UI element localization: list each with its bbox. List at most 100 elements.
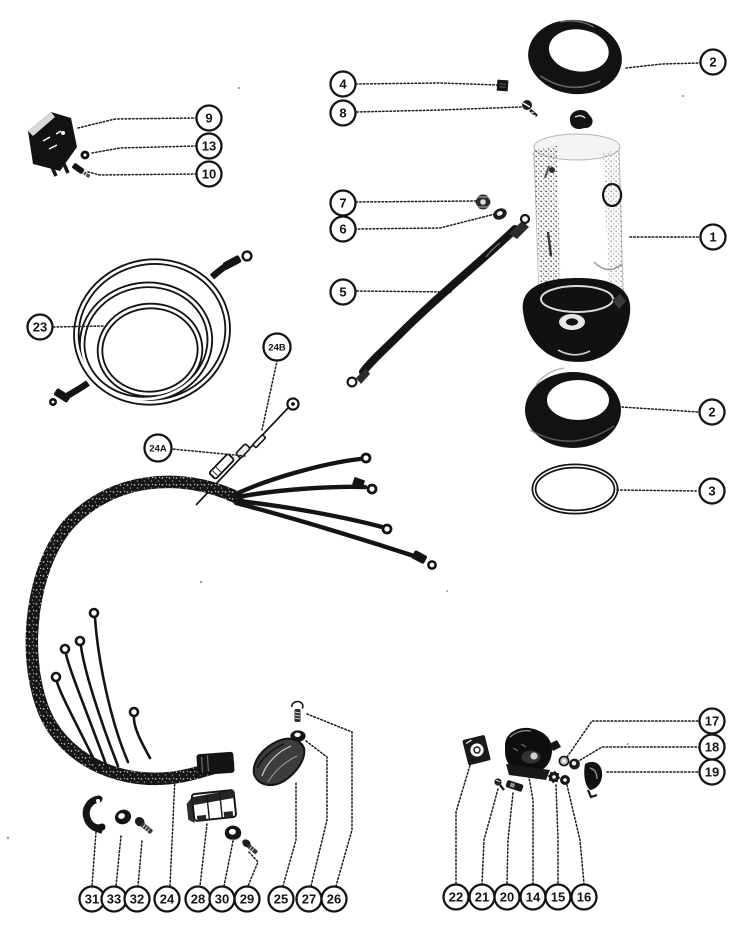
bolt-bottom-illustration <box>134 817 153 834</box>
callout-4-square-key: 4 <box>329 70 499 98</box>
leader-line-22 <box>455 761 472 885</box>
callout-27-ring-strap: 27 <box>295 740 328 913</box>
callout-circle-16 <box>570 883 598 911</box>
callout-8-screw-top: 8 <box>329 99 522 127</box>
callout-24-wiring-harness: 24 <box>153 776 181 913</box>
callout-label-28: 28 <box>191 892 205 907</box>
callout-label-23: 23 <box>33 320 47 335</box>
callout-label-24B: 24B <box>268 342 286 353</box>
callout-circle-29 <box>233 885 261 913</box>
mounting-ring-lower-illustration <box>525 367 621 448</box>
callout-label-16: 16 <box>577 890 591 905</box>
callout-label-9: 9 <box>205 111 212 126</box>
leader-line-28 <box>199 823 208 887</box>
leader-line-33 <box>115 835 122 887</box>
callout-28-cable-clamp-block: 28 <box>184 823 212 913</box>
wiring-harness-illustration <box>25 452 437 786</box>
callout-15-star-washer: 15 <box>544 784 572 911</box>
callout-label-15: 15 <box>551 890 565 905</box>
callout-circle-13 <box>195 132 223 160</box>
leader-line-7 <box>355 200 477 203</box>
callout-circle-24B <box>262 332 292 362</box>
square-key-illustration <box>496 79 509 92</box>
leader-line-10 <box>87 171 197 176</box>
callout-label-30: 30 <box>215 892 229 907</box>
leader-line-16 <box>566 784 585 885</box>
leader-line-14 <box>527 771 534 885</box>
callout-29-screw-clamp: 29 <box>233 851 261 913</box>
leader-line-8 <box>355 106 522 113</box>
leader-line-4 <box>355 82 499 86</box>
callout-label-6: 6 <box>339 222 346 237</box>
callout-circle-24 <box>153 885 181 913</box>
callout-label-8: 8 <box>339 106 346 121</box>
callout-20-spacer: 20 <box>493 792 521 911</box>
callout-13-nut-rectifier: 13 <box>91 132 223 160</box>
callout-33-washer-bottom: 33 <box>100 835 128 913</box>
leader-line-24A <box>171 448 246 457</box>
callout-label-2: 2 <box>708 405 715 420</box>
lock-washer-illustration <box>493 208 507 220</box>
screw-clamp-illustration <box>242 839 258 855</box>
callout-label-24: 24 <box>160 892 175 907</box>
leader-line-2 <box>621 406 699 413</box>
callout-2-mounting-ring-upper: 2 <box>625 48 727 76</box>
callout-circle-8 <box>329 99 357 127</box>
callout-circle-23 <box>26 313 54 341</box>
screw-strap-illustration <box>291 700 304 722</box>
callout-5-battery-cable: 5 <box>329 278 452 306</box>
hook-clamp-illustration <box>82 795 106 834</box>
callout-label-24A: 24A <box>149 443 167 454</box>
battery-cable-illustration <box>346 213 531 388</box>
callout-circle-2 <box>699 48 727 76</box>
leader-line-9 <box>77 117 197 129</box>
callout-16-nut-solenoid: 16 <box>566 784 598 911</box>
callout-2-mounting-ring-lower: 2 <box>621 398 726 426</box>
leader-line-17 <box>566 720 700 758</box>
strap-clamp-illustration <box>252 737 306 787</box>
callout-18-washer-solenoid-2: 18 <box>576 733 726 763</box>
callout-22-bracket-plate: 22 <box>442 761 472 911</box>
leader-line-30 <box>223 840 234 887</box>
callout-24B-fuse-link-upper: 24B <box>261 332 292 431</box>
callout-circle-19 <box>698 758 726 786</box>
leader-line-23 <box>52 325 104 328</box>
callout-circle-2 <box>698 398 726 426</box>
callout-label-3: 3 <box>708 484 715 499</box>
mounting-ring-upper-illustration <box>528 19 622 95</box>
callout-label-27: 27 <box>302 892 316 907</box>
ring-strap-illustration <box>290 730 306 742</box>
callout-label-29: 29 <box>240 892 254 907</box>
screw-top-illustration <box>522 100 538 118</box>
screw-solenoid-illustration <box>494 778 505 791</box>
nut-solenoid-illustration <box>560 775 570 785</box>
leader-line-25 <box>282 782 297 887</box>
callout-circle-25 <box>267 885 295 913</box>
callout-19-rubber-boot: 19 <box>606 758 726 786</box>
callout-label-19: 19 <box>705 765 719 780</box>
callout-24A-fuse-link-lower: 24A <box>143 433 246 463</box>
callout-label-10: 10 <box>202 167 216 182</box>
callout-circle-6 <box>329 215 357 243</box>
callout-25-strap-clamp: 25 <box>267 782 297 913</box>
callout-circle-1 <box>699 223 727 251</box>
callout-32-bolt-bottom: 32 <box>123 840 151 913</box>
callout-label-1: 1 <box>709 230 716 245</box>
callout-7-hex-nut: 7 <box>329 189 477 217</box>
leader-line-13 <box>91 145 197 154</box>
callout-label-14: 14 <box>526 890 541 905</box>
leader-line-21 <box>481 788 499 885</box>
leader-line-20 <box>506 792 514 885</box>
callout-label-20: 20 <box>500 890 514 905</box>
callout-17-washer-solenoid: 17 <box>566 707 726 758</box>
callout-label-13: 13 <box>202 139 216 154</box>
washer-solenoid-2-illustration <box>569 758 580 770</box>
callout-label-26: 26 <box>327 892 341 907</box>
leader-line-29 <box>247 851 259 887</box>
coiled-cable-illustration <box>49 250 253 406</box>
callout-label-32: 32 <box>130 892 144 907</box>
leader-line-31 <box>91 831 97 887</box>
callout-30-grommet: 30 <box>208 840 236 913</box>
